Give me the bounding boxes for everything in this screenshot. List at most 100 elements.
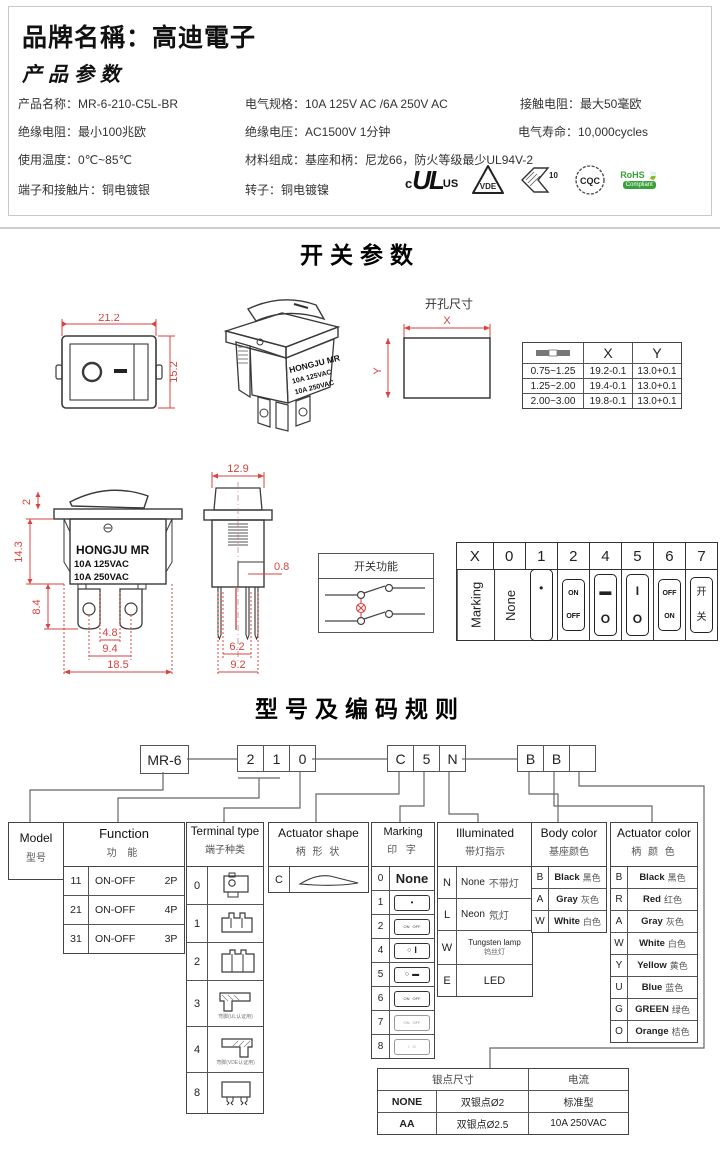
section-divider — [0, 227, 720, 229]
ul-us-label: US — [442, 178, 459, 191]
switch-3d-drawing: HONGJU MR 10A 125VAC 10A 250VAC — [223, 299, 341, 432]
marking-row-1: 1 • — [372, 891, 434, 915]
code-digits-210: 2 1 0 — [237, 745, 316, 772]
svg-text:10: 10 — [549, 171, 558, 180]
svg-text:4.8: 4.8 — [102, 627, 117, 639]
terminal-type-table: Terminal type 端子种类 0 1 — [186, 822, 264, 1114]
silver-header-left: 银点尺寸 — [378, 1069, 529, 1090]
function-en: Function — [99, 826, 149, 841]
cqc-cert-icon: CQC — [575, 165, 605, 195]
cutout-r3-thk: 2.00~3.00 — [523, 394, 584, 408]
xtbl-glyph-dot: • — [526, 569, 558, 641]
switch-params-title: 开关参数 — [300, 242, 420, 268]
spec-rotor-plating: 转子：铜电镀镍 — [245, 183, 330, 197]
svg-text:VDE: VDE — [480, 182, 497, 191]
front-view-drawing: 21.2 15.2 — [55, 314, 180, 409]
terminal-drawing-3 — [218, 992, 251, 1012]
illuminated-cn: 带灯指示 — [465, 847, 505, 858]
cutout-r1-y: 13.0+0.1 — [637, 365, 677, 377]
svg-text:21.2: 21.2 — [98, 314, 119, 324]
actuator-color-en: Actuator color — [616, 826, 692, 840]
svg-text:12.9: 12.9 — [227, 463, 248, 475]
terminal-drawing-0 — [222, 872, 249, 897]
actuator-shape-cn: 柄 形 状 — [295, 847, 342, 858]
terminal-row-2: 2 — [187, 943, 263, 981]
terminal-row-4: 4 弯脚(VDE认证用) — [187, 1027, 263, 1073]
terminal-drawing-8 — [220, 1081, 251, 1106]
cutout-r2-thk: 1.25~2.00 — [523, 379, 584, 393]
silver-header-right: 电流 — [568, 1074, 589, 1086]
switch-function-circuit — [325, 583, 425, 626]
xtbl-glyph-kai-guan: 开关 — [686, 570, 717, 640]
switch-function-box: 开关功能 — [318, 553, 434, 633]
body-color-cn: 基座颜色 — [549, 847, 589, 858]
marking-row-4: 4 ○I — [372, 939, 434, 963]
illuminated-row-e: E LED — [438, 965, 532, 996]
xtbl-col-1: 1 — [526, 543, 558, 569]
code-digit-b1: B — [517, 745, 544, 772]
marking-glyph-circle-i: ○I — [394, 942, 430, 959]
front-dim-drawing: 2 HONGJU MR 10A 125VAC 10A 250VAC 14.3 8… — [13, 489, 183, 676]
terminal-row-1: 1 — [187, 905, 263, 943]
svg-text:Y: Y — [372, 367, 384, 375]
spec-temperature: 使用温度：0℃~85℃ — [18, 153, 132, 167]
actuator-shape-en: Actuator shape — [278, 826, 359, 840]
cutout-r1-thk: 0.75~1.25 — [523, 364, 584, 378]
model-cn: 型号 — [26, 853, 46, 864]
model-table: Model 型号 — [8, 822, 64, 880]
cutout-r2-x: 19.4-0.1 — [584, 379, 633, 393]
svg-text:9.2: 9.2 — [230, 659, 245, 671]
function-table: Function 功 能 11 ON-OFF 2P 21 ON-OFF 4P 3… — [63, 822, 185, 954]
svg-text:2: 2 — [21, 499, 33, 505]
marking-glyph-circle-dash: ○▬ — [394, 966, 430, 983]
code-digit-0: 0 — [290, 745, 316, 772]
svg-text:10A 125VAC: 10A 125VAC — [74, 559, 129, 570]
terminal-drawing-2 — [220, 948, 255, 973]
cutout-col-x: X — [584, 343, 633, 363]
side-dim-drawing: 12.9 0.8 6.2 9.2 — [203, 463, 289, 676]
cutout-table: X Y 0.75~1.25 19.2-0.1 13.0+0.1 1.25~2.0… — [522, 342, 682, 409]
code-digit-2: 2 — [237, 745, 264, 772]
svg-text:CQC: CQC — [580, 176, 601, 186]
illuminated-row-n: N None 不带灯 — [438, 867, 532, 899]
terminal-row-3: 3 弯脚(UL认证用) — [187, 981, 263, 1027]
spec-terminal-plating: 端子和接触片：铜电镀银 — [18, 183, 151, 197]
xtbl-none: None — [493, 570, 526, 640]
svg-text:HONGJU MR: HONGJU MR — [76, 543, 150, 557]
terminal-row-8: 8 — [187, 1073, 263, 1113]
svg-text:10A 250VAC: 10A 250VAC — [74, 572, 129, 583]
spec-insulation-resistance: 绝缘电阻：最小100兆欧 — [18, 125, 147, 139]
spec-material: 材料组成：基座和柄：尼龙66，防火等级最少UL94V-2 — [245, 153, 534, 167]
xtbl-col-2: 2 — [558, 543, 590, 569]
actuator-shape-drawing — [298, 874, 359, 886]
terminal-drawing-1 — [220, 911, 253, 933]
marking-cn: 印 字 — [387, 845, 419, 856]
terminal-cn: 端子种类 — [205, 845, 245, 856]
header-box — [8, 6, 712, 216]
svg-text:14.3: 14.3 — [13, 541, 25, 562]
cutout-col-y: Y — [652, 345, 662, 361]
enec10-cert-icon: 10 — [521, 167, 559, 193]
function-cn: 功 能 — [106, 848, 142, 859]
model-en: Model — [19, 831, 53, 845]
code-digits-bb: B B — [517, 745, 596, 772]
code-digit-n: N — [440, 745, 466, 772]
svg-text:6.2: 6.2 — [229, 641, 244, 653]
coding-rules-title: 型号及编码规则 — [255, 696, 465, 722]
spec-product-name: 产品名称：MR-6-210-C5L-BR — [18, 97, 179, 111]
xtbl-corner: X — [457, 543, 494, 569]
xtbl-col-6: 6 — [654, 543, 686, 569]
svg-text:HONGJU MR: HONGJU MR — [288, 353, 341, 375]
